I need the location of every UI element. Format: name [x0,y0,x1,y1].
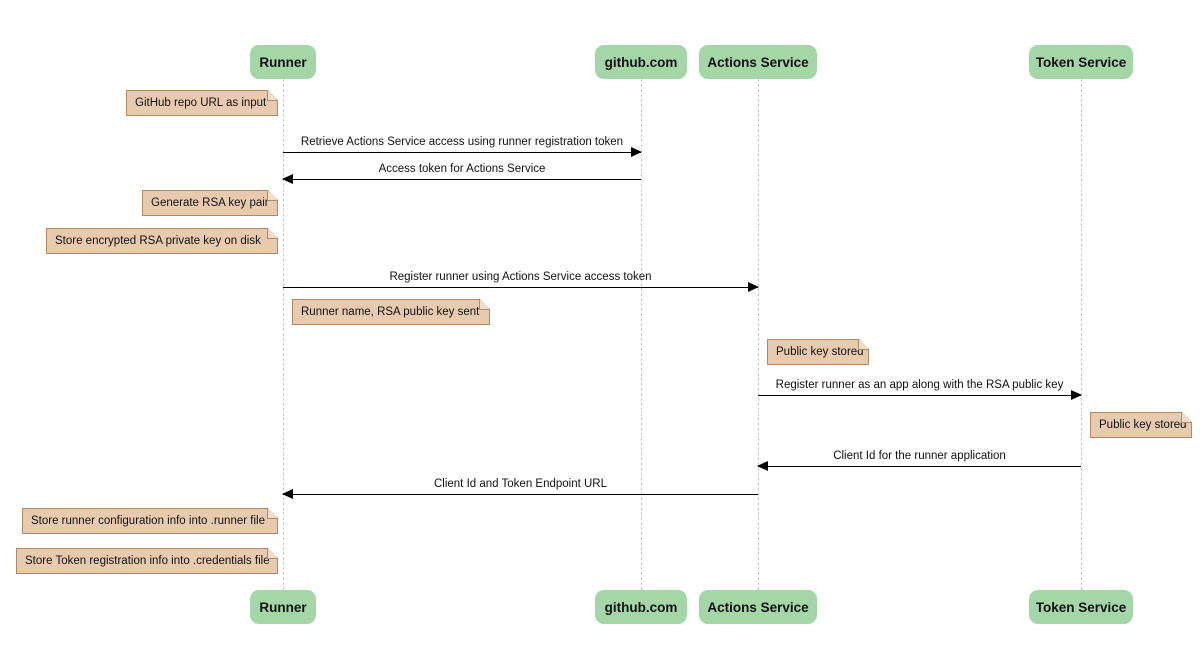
message-label: Access token for Actions Service [378,163,546,175]
note-text: Runner name, RSA public key sent [301,306,480,318]
participant-label: Actions Service [707,599,809,615]
participant-label: Runner [259,599,307,615]
note-n3: Store encrypted RSA private key on disk [46,228,278,254]
participant-token-bottom[interactable]: Token Service [1029,590,1133,624]
participant-label: github.com [604,54,678,70]
participant-label: Actions Service [707,54,809,70]
message-line [283,152,641,153]
lifeline-actions [758,79,759,590]
participant-token-top[interactable]: Token Service [1029,45,1133,79]
arrow-head-icon [282,489,293,499]
participant-label: github.com [604,599,678,615]
message-label: Register runner as an app along with the… [775,379,1064,391]
note-text: GitHub repo URL as input [135,97,267,109]
note-text: Public key stored [1099,419,1187,431]
message-label: Client Id for the runner application [833,450,1006,462]
participant-github-top[interactable]: github.com [595,45,687,79]
note-corner-cut [1182,412,1192,422]
message-label: Retrieve Actions Service access using ru… [300,136,624,148]
note-corner-cut [268,508,278,518]
note-text: Store Token registration info into .cred… [25,555,270,567]
participant-github-bottom[interactable]: github.com [595,590,687,624]
arrow-head-icon [631,147,642,157]
note-n6: Public key stored [1090,412,1192,438]
arrow-head-icon [757,461,768,471]
note-text: Store encrypted RSA private key on disk [55,235,261,247]
note-n4: Runner name, RSA public key sent [292,299,490,325]
note-fold-icon [267,508,278,519]
note-fold-icon [858,339,869,350]
note-corner-cut [268,228,278,238]
lifeline-runner [283,79,284,590]
note-fold-icon [267,90,278,101]
note-n5: Public key stored [767,339,869,365]
note-corner-cut [268,90,278,100]
message-line [283,179,641,180]
message-line [283,494,758,495]
note-corner-cut [268,548,278,558]
note-fold-icon [1181,412,1192,423]
message-line [283,287,758,288]
participant-actions-top[interactable]: Actions Service [699,45,817,79]
lifeline-github [641,79,642,590]
participant-label: Runner [259,54,307,70]
arrow-head-icon [748,282,759,292]
arrow-head-icon [1071,390,1082,400]
note-fold-icon [267,548,278,559]
participant-runner-top[interactable]: Runner [250,45,316,79]
note-fold-icon [267,228,278,239]
note-n1: GitHub repo URL as input [126,90,278,116]
arrow-head-icon [282,174,293,184]
message-label: Register runner using Actions Service ac… [389,271,652,283]
note-fold-icon [479,299,490,310]
note-text: Store runner configuration info into .ru… [31,515,265,527]
message-line [758,395,1081,396]
note-n2: Generate RSA key pair [142,190,278,216]
note-n7: Store runner configuration info into .ru… [22,508,278,534]
note-corner-cut [480,299,490,309]
message-line [758,466,1081,467]
note-fold-icon [267,190,278,201]
note-corner-cut [268,190,278,200]
participant-label: Token Service [1035,599,1127,615]
participant-label: Token Service [1035,54,1127,70]
message-label: Client Id and Token Endpoint URL [433,478,608,490]
participant-runner-bottom[interactable]: Runner [250,590,316,624]
note-n8: Store Token registration info into .cred… [16,548,278,574]
note-text: Generate RSA key pair [151,197,269,209]
participant-actions-bottom[interactable]: Actions Service [699,590,817,624]
note-text: Public key stored [776,346,864,358]
lifeline-token [1081,79,1082,590]
note-corner-cut [859,339,869,349]
